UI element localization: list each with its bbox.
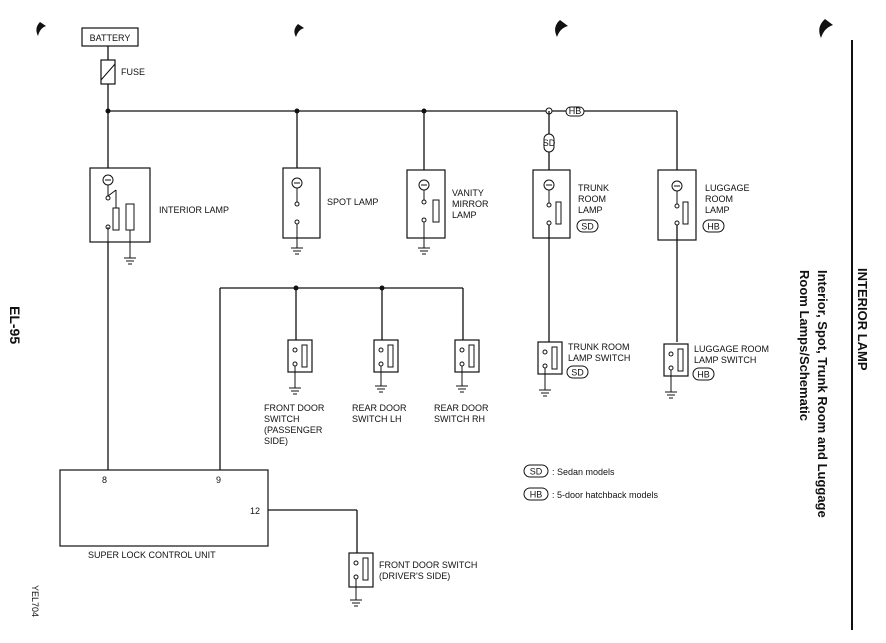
svg-text:(DRIVER'S SIDE): (DRIVER'S SIDE) [379,571,450,581]
drop-sd-badge [543,133,555,153]
svg-text:LUGGAGE: LUGGAGE [705,183,750,193]
svg-text:SD: SD [543,138,556,148]
svg-text:ROOM: ROOM [578,194,606,204]
pin-9: 9 [216,475,221,485]
svg-text:LUGGAGE ROOM: LUGGAGE ROOM [694,344,769,354]
rear-door-switch-rh [454,339,480,393]
front-door-switch-driver [348,552,374,607]
svg-text:SIDE): SIDE) [264,436,288,446]
figure-code: YEL704 [30,585,40,617]
section-title: INTERIOR LAMP [855,268,870,371]
page-number: EL-95 [7,306,23,344]
svg-text:REAR DOOR: REAR DOOR [434,403,489,413]
svg-text:SWITCH: SWITCH [264,414,300,424]
trunk-room-lamp [532,169,571,342]
front-door-switch-passenger [287,339,313,395]
page-title-line-2: Room Lamps/Schematic [797,270,812,421]
fuse-label: FUSE [121,67,145,77]
battery-box [81,27,139,47]
svg-text:LAMP: LAMP [705,205,730,215]
page-title-line-1: Interior, Spot, Trunk Room and Luggage [815,270,830,518]
svg-text:VANITY: VANITY [452,188,484,198]
svg-text:FRONT DOOR SWITCH: FRONT DOOR SWITCH [379,560,477,570]
svg-text:TRUNK ROOM: TRUNK ROOM [568,342,630,352]
vanity-mirror-lamp [406,169,446,255]
svg-text:HB: HB [697,370,710,380]
svg-text:SWITCH RH: SWITCH RH [434,414,485,424]
svg-text:SD: SD [581,222,594,232]
spot-lamp [282,167,321,255]
luggage-room-lamp [657,169,697,342]
svg-text:FRONT DOOR: FRONT DOOR [264,403,325,413]
control-unit-label: SUPER LOCK CONTROL UNIT [88,550,216,560]
battery-label: BATTERY [90,33,131,43]
pin-8: 8 [102,475,107,485]
interior-lamp-label: INTERIOR LAMP [159,205,229,215]
luggage-room-lamp-switch [663,343,689,399]
svg-text:LAMP SWITCH: LAMP SWITCH [694,355,756,365]
bus-hb-badge [565,106,585,117]
svg-text:HB: HB [569,106,582,116]
svg-text:SD: SD [571,368,584,378]
legend: SD : Sedan models HB : 5-door hatchback … [523,464,659,501]
svg-text:REAR DOOR: REAR DOOR [352,403,407,413]
svg-text:MIRROR: MIRROR [452,199,489,209]
svg-text:: 5-door hatchback models: : 5-door hatchback models [552,490,659,500]
spot-lamp-label: SPOT LAMP [327,197,378,207]
svg-text:SD: SD [530,467,543,477]
svg-text:HB: HB [530,490,543,500]
interior-lamp [89,167,151,265]
super-lock-control-unit [59,469,269,547]
svg-text:LAMP SWITCH: LAMP SWITCH [568,353,630,363]
svg-text:LAMP: LAMP [578,205,603,215]
svg-text:: Sedan models: : Sedan models [552,467,615,477]
binder-marks [36,19,833,38]
svg-text:SWITCH LH: SWITCH LH [352,414,402,424]
svg-text:TRUNK: TRUNK [578,183,609,193]
svg-text:HB: HB [707,222,720,232]
trunk-switch-sd-badge [566,365,589,379]
luggage-hb-badge [702,219,725,233]
svg-text:LAMP: LAMP [452,210,477,220]
luggage-switch-hb-badge [692,367,715,381]
svg-text:ROOM: ROOM [705,194,733,204]
pin-12: 12 [250,506,260,516]
svg-text:(PASSENGER: (PASSENGER [264,425,323,435]
trunk-room-lamp-switch [537,341,563,397]
trunk-sd-badge [576,219,599,233]
rear-door-switch-lh [373,339,399,393]
